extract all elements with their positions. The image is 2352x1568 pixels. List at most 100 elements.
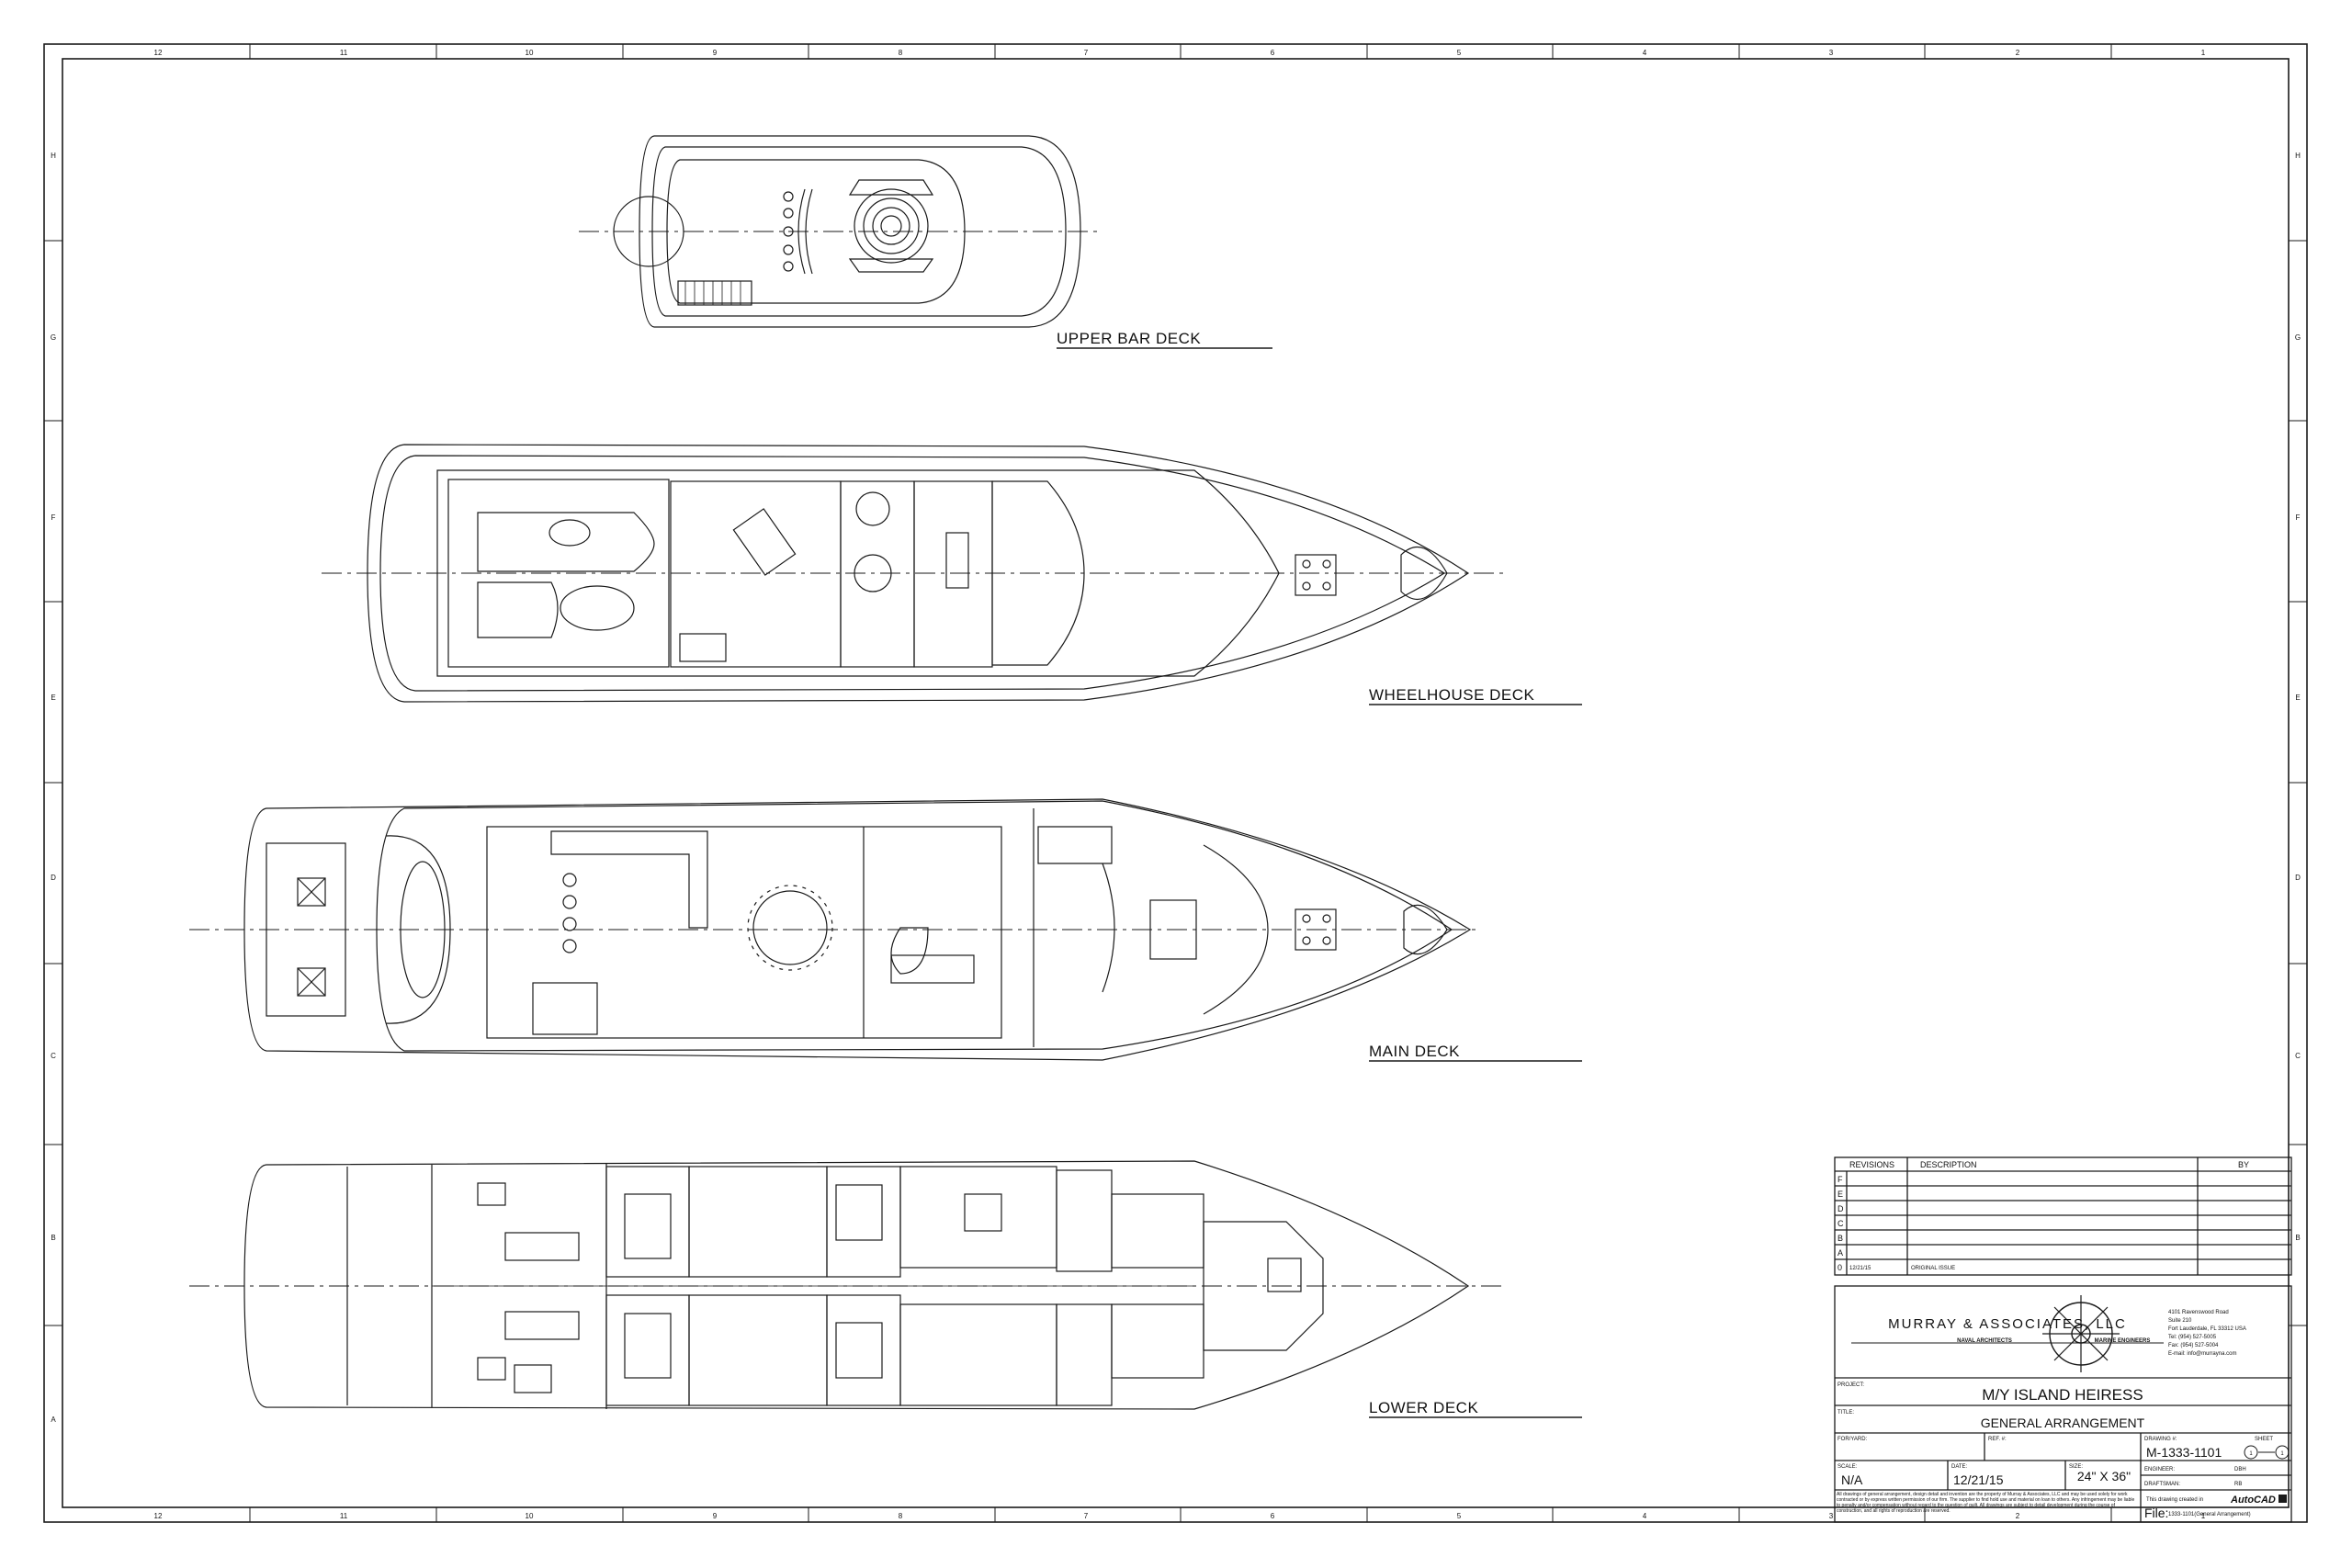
engineer-label: ENGINEER: (2144, 1467, 2175, 1472)
zone-row: B (2295, 1234, 2300, 1242)
zone-col: 9 (713, 1512, 718, 1520)
upper-bar-deck-plan (579, 135, 1102, 328)
sheet-number: 1 (2249, 1451, 2253, 1457)
zone-col: 6 (1271, 49, 1275, 57)
zone-row: E (51, 694, 55, 702)
revision-date: 12/21/15 (1849, 1266, 1871, 1271)
zone-row: H (2295, 152, 2301, 160)
zone-col: 12 (154, 49, 163, 57)
drawing-number-label: DRAWING #: (2144, 1437, 2177, 1442)
zone-col: 2 (2016, 49, 2020, 57)
zone-col: 5 (1457, 1512, 1462, 1520)
firm-address-line: 4101 Ravenswood Road (2168, 1310, 2229, 1315)
sheet-border (43, 43, 2308, 1523)
zone-row: G (2295, 333, 2301, 342)
deck-label-wheelhouse: WHEELHOUSE DECK (1369, 686, 1535, 704)
revision-letter: A (1838, 1248, 1843, 1258)
firm-address-line: Suite 210 (2168, 1318, 2192, 1324)
file-label: File: (2144, 1506, 2168, 1520)
draftsman-value: RB (2234, 1482, 2242, 1487)
sheet-label: SHEET (2255, 1437, 2273, 1442)
draftsman-label: DRAFTSMAN: (2144, 1482, 2180, 1487)
by-header: BY (2238, 1160, 2249, 1169)
autocad-note: This drawing created in (2146, 1497, 2203, 1503)
date-value: 12/21/15 (1953, 1472, 2004, 1487)
deck-label-lower: LOWER DECK (1369, 1399, 1478, 1416)
zone-columns-top: 12 11 10 9 8 7 6 5 4 3 2 1 (154, 49, 2206, 57)
lower-deck-plan (189, 1160, 1507, 1410)
revisions-header: REVISIONS (1849, 1160, 1894, 1169)
zone-row: D (51, 874, 56, 882)
revision-letter: F (1838, 1175, 1843, 1184)
date-label: DATE: (1951, 1464, 1968, 1470)
engineer-value: DBH (2234, 1467, 2246, 1472)
revision-letter: C (1838, 1219, 1844, 1228)
size-value: 24" X 36" (2077, 1469, 2131, 1483)
firm-fax: Fax: (954) 527-5004 (2168, 1343, 2219, 1348)
upper-bar-deck-label: UPPER BAR DECK (1057, 330, 1272, 349)
sheet-total: 1 (2280, 1451, 2284, 1457)
wheelhouse-deck-plan (322, 444, 1507, 703)
zone-col: 9 (713, 49, 718, 57)
zone-col: 10 (526, 1512, 534, 1520)
zone-col: 1 (2201, 1512, 2206, 1520)
sheet-number-badge (2244, 1445, 2290, 1460)
lower-deck-label: LOWER DECK (1369, 1399, 1582, 1418)
project-label: PROJECT: (1838, 1382, 1864, 1388)
zone-col: 7 (1084, 1512, 1089, 1520)
scale-value: N/A (1841, 1472, 1863, 1487)
zone-col: 12 (154, 1512, 163, 1520)
zone-row: F (51, 513, 56, 522)
revisions-table: REVISIONS DESCRIPTION BY F E D C B A 0 1… (1834, 1156, 2292, 1276)
zone-row: A (51, 1416, 56, 1424)
firm-email: E-mail: info@murrayna.com (2168, 1351, 2236, 1357)
description-header: DESCRIPTION (1920, 1160, 1977, 1169)
zone-col: 7 (1084, 49, 1089, 57)
drawing-title: GENERAL ARRANGEMENT (1981, 1416, 2145, 1430)
zone-columns-bottom: 12 11 10 9 8 7 6 5 4 3 2 1 (154, 1512, 2206, 1520)
drawing-number: M-1333-1101 (2146, 1445, 2222, 1460)
scale-label: SCALE: (1838, 1464, 1858, 1470)
title-block: MURRAY & ASSOCIATES, LLC NAVAL ARCHITECT… (1834, 1285, 2292, 1523)
zone-col: 4 (1643, 1512, 1647, 1520)
zone-col: 2 (2016, 1512, 2020, 1520)
ref-label: REF. #: (1988, 1437, 2007, 1442)
disclaimer-text: All drawings of general arrangement, des… (1837, 1492, 2135, 1514)
zone-col: 5 (1457, 49, 1462, 57)
zone-col: 10 (526, 49, 534, 57)
zone-col: 11 (340, 1512, 348, 1520)
firm-phone: Tel: (954) 527-5005 (2168, 1335, 2217, 1340)
zone-col: 1 (2201, 49, 2206, 57)
revision-letter: D (1838, 1204, 1844, 1213)
wheelhouse-deck-label: WHEELHOUSE DECK (1369, 686, 1582, 705)
firm-address-line: Fort Lauderdale, FL 33312 USA (2168, 1326, 2246, 1332)
project-name: M/Y ISLAND HEIRESS (1982, 1386, 2143, 1404)
autocad-icon (2278, 1495, 2287, 1503)
deck-label-main: MAIN DECK (1369, 1043, 1460, 1060)
deck-label-upper-bar: UPPER BAR DECK (1057, 330, 1201, 347)
zone-row: E (2295, 694, 2300, 702)
zone-rows-left: H G F E D C B A (51, 152, 56, 1424)
for-yard-label: FOR/YARD: (1838, 1437, 1868, 1442)
firm-logo (1851, 1295, 2164, 1372)
zone-row: G (51, 333, 56, 342)
size-label: SIZE: (2069, 1464, 2083, 1470)
zone-col: 8 (899, 49, 903, 57)
zone-col: 11 (340, 49, 348, 57)
zone-col: 6 (1271, 1512, 1275, 1520)
revision-description: ORIGINAL ISSUE (1911, 1266, 1955, 1271)
firm-name: MURRAY & ASSOCIATES, LLC (1888, 1316, 2127, 1332)
disclaimer-box: All drawings of general arrangement, des… (1837, 1492, 2135, 1514)
title-label: TITLE: (1838, 1410, 1854, 1416)
zone-row: C (2295, 1052, 2301, 1060)
main-deck-label: MAIN DECK (1369, 1043, 1582, 1062)
firm-tag-left: NAVAL ARCHITECTS (1957, 1338, 2012, 1344)
zone-row: C (51, 1052, 56, 1060)
revision-letter: B (1838, 1234, 1843, 1243)
revision-letter: 0 (1838, 1263, 1842, 1272)
main-deck-plan (189, 798, 1479, 1061)
firm-tag-right: MARINE ENGINEERS (2095, 1338, 2151, 1344)
zone-col: 3 (1829, 49, 1834, 57)
zone-col: 3 (1829, 1512, 1834, 1520)
